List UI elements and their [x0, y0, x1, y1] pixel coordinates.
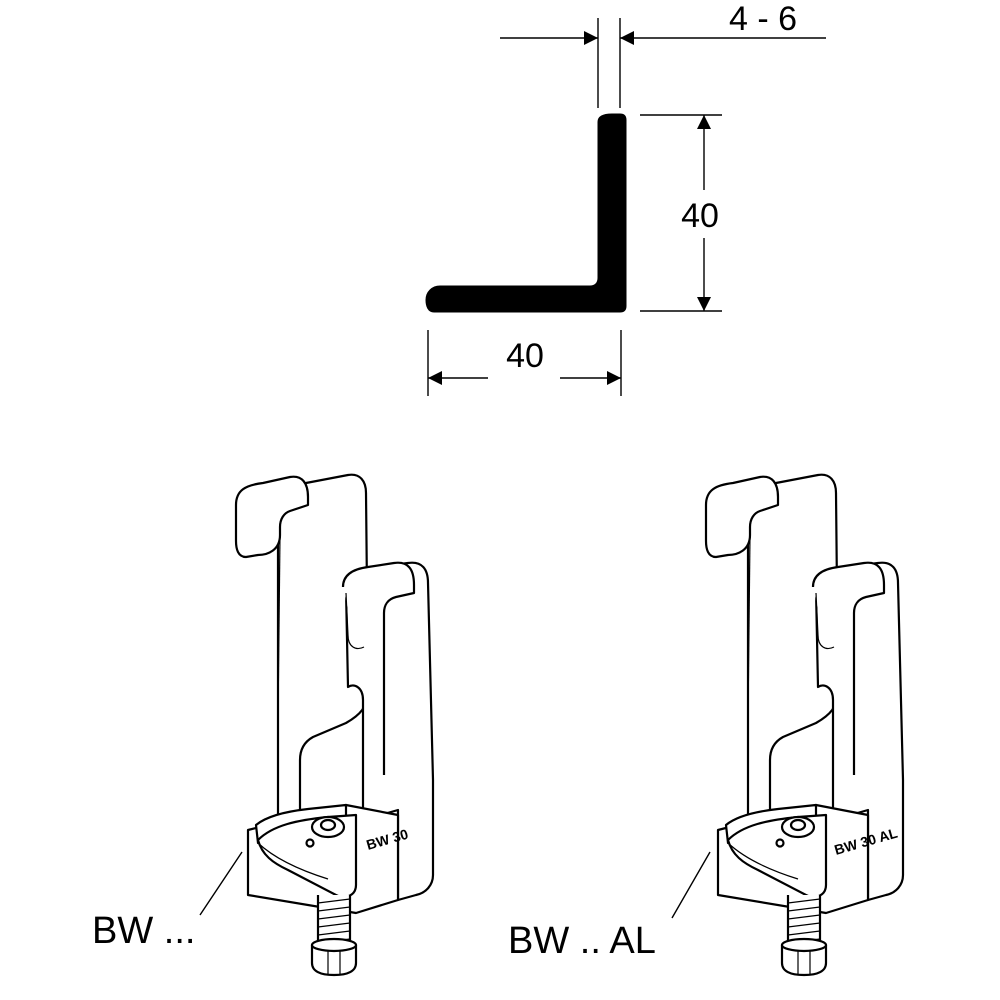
clamp-bw-al: BW 30 AL: [704, 473, 905, 977]
clamp-bw-leader: [199, 851, 243, 916]
clamp-bw: BW 30: [234, 473, 435, 977]
clamp-bw-al-leader: [671, 851, 711, 919]
clamp-bw-label: BW ...: [92, 910, 195, 952]
thickness-label: 4 - 6: [729, 0, 797, 38]
height-dimension: 40: [640, 114, 722, 312]
angle-profile: [425, 113, 627, 313]
angle-profile-shape: [425, 113, 627, 313]
width-label: 40: [506, 337, 544, 375]
height-label: 40: [681, 197, 719, 235]
thickness-dimension: 4 - 6: [500, 0, 826, 108]
clamp-bw-al-label: BW .. AL: [508, 920, 656, 962]
width-dimension: 40: [427, 330, 622, 396]
